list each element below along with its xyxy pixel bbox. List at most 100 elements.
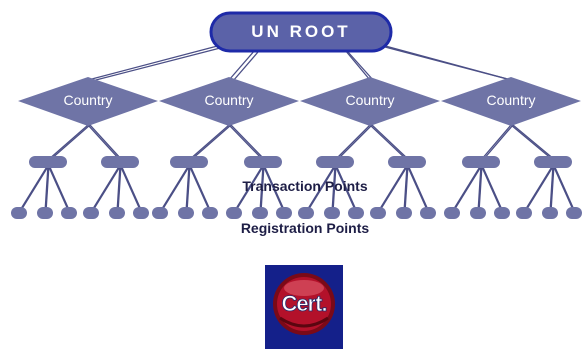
transaction-registration-connector [119,164,142,213]
country-label: Country [204,92,253,108]
transaction-registration-connector [331,164,336,213]
registration-point-node [370,207,386,219]
registration-point-node [178,207,194,219]
transaction-registration-connector [553,164,576,213]
country-transaction-connector [334,124,371,161]
country-node-1: Country [18,77,158,126]
transaction-registration-connector [452,164,483,213]
country-transaction-connector [482,124,514,161]
country-transaction-connector [371,124,410,161]
transaction-registration-connector [404,164,409,213]
transaction-point-nodes [29,156,572,168]
registration-point-node [226,207,242,219]
country-transaction-connector [510,124,554,161]
transaction-registration-connector [189,164,212,213]
registration-point-node [566,207,582,219]
country-transaction-connector [230,124,266,161]
transaction-registration-connector [407,164,430,213]
root-country-connector [228,49,256,81]
country-transaction-connector [47,124,89,161]
root-country-connector [347,51,375,82]
registration-point-node [420,207,436,219]
country-node-2: Country [159,77,299,126]
country-transaction-connector [87,124,121,161]
transaction-registration-connector [185,164,190,213]
transaction-point-node [316,156,354,168]
root-country-connector [232,51,259,82]
transaction-registration-connector [478,164,483,213]
country-transaction-connector [190,124,232,161]
registration-point-node [542,207,558,219]
country-label: Country [63,92,112,108]
transaction-registration-connector [406,164,429,213]
transaction-points-caption: Transaction Points [242,178,367,194]
transaction-registration-connector [549,164,554,213]
transaction-registration-connector [451,164,482,213]
transaction-registration-connector [306,164,337,213]
transaction-registration-connector [234,164,265,213]
transaction-registration-connector [481,164,504,213]
country-transaction-connector [336,124,373,161]
transaction-registration-connector [116,164,121,213]
transaction-registration-connector [332,164,337,213]
transaction-registration-connector [377,164,408,213]
transaction-registration-connector [259,164,264,213]
transaction-registration-connector [524,164,555,213]
transaction-point-node [29,156,67,168]
registration-point-node [444,207,460,219]
country-diamond [159,77,299,126]
diagram-connectors [18,43,576,213]
root-country-connector [344,49,371,81]
registration-point-node [109,207,125,219]
country-transaction-connector [49,124,91,161]
cert-logo-highlight [284,280,324,296]
registration-points-caption: Registration Points [241,220,370,236]
transaction-registration-connector [263,164,286,213]
country-diamond [18,77,158,126]
transaction-registration-connector [159,164,190,213]
transaction-registration-connector [90,164,121,213]
transaction-registration-connector [378,164,409,213]
country-label: Country [345,92,394,108]
transaction-registration-connector [45,164,50,213]
transaction-registration-connector [19,164,50,213]
transaction-registration-connector [188,164,211,213]
registration-point-node [83,207,99,219]
registration-point-node [276,207,292,219]
transaction-point-node [170,156,208,168]
registration-point-node [348,207,364,219]
transaction-registration-connector [523,164,554,213]
transaction-point-node [462,156,500,168]
country-transaction-connector [369,124,408,161]
transaction-registration-connector [550,164,555,213]
registration-point-node [11,207,27,219]
transaction-registration-connector [305,164,336,213]
registration-point-node [494,207,510,219]
country-node-3: Country [300,77,440,126]
root-node-label: UN ROOT [251,22,350,41]
transaction-registration-connector [44,164,49,213]
transaction-registration-connector [117,164,122,213]
transaction-registration-connector [480,164,503,213]
country-transaction-connector [480,124,512,161]
registration-point-node [396,207,412,219]
transaction-registration-connector [334,164,357,213]
registration-point-nodes [11,207,582,219]
cert-logo-text: Cert. [281,291,326,316]
transaction-registration-connector [260,164,265,213]
root-node: UN ROOT [209,11,393,53]
registration-point-node [298,207,314,219]
country-transaction-connector [188,124,230,161]
country-diamond [300,77,440,126]
root-country-connector [91,45,229,82]
transaction-point-node [534,156,572,168]
transaction-registration-connector [335,164,358,213]
root-country-connector [380,45,516,82]
transaction-registration-connector [47,164,70,213]
root-node-shape [209,11,393,53]
registration-point-node [324,207,340,219]
transaction-point-node [244,156,282,168]
transaction-registration-connector [91,164,122,213]
country-transaction-connector [228,124,264,161]
transaction-registration-connector [552,164,575,213]
